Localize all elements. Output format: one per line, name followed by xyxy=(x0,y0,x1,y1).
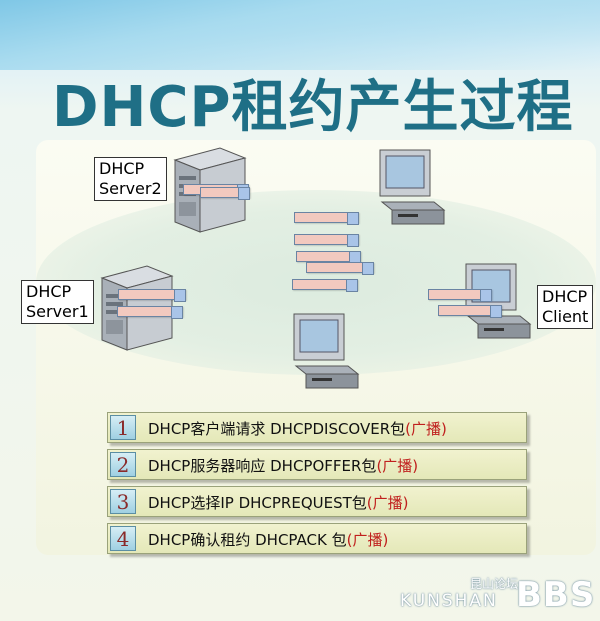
packet xyxy=(294,234,359,247)
step-text: DHCP确认租约 DHCPACK 包(广播) xyxy=(148,531,389,549)
page-title: DHCP租约产生过程 xyxy=(52,75,574,140)
computer-bottom-icon xyxy=(293,313,360,389)
packet xyxy=(118,289,186,302)
server2-label: DHCP Server2 xyxy=(94,157,167,201)
step-number: 2 xyxy=(110,452,136,477)
packet xyxy=(292,279,358,292)
step-row-3: 3 DHCP选择IP DHCPREQUEST包(广播) xyxy=(107,486,527,517)
step-number: 1 xyxy=(110,415,136,440)
client-computer-icon xyxy=(465,263,532,339)
packet xyxy=(296,251,361,264)
packet xyxy=(117,306,183,319)
packet xyxy=(200,187,250,200)
packet xyxy=(428,289,492,302)
client-label: DHCP Client xyxy=(537,285,594,329)
watermark-bbs: BBS xyxy=(516,575,596,615)
packet xyxy=(294,212,359,225)
step-text: DHCP选择IP DHCPREQUEST包(广播) xyxy=(148,494,409,512)
watermark-en: KUNSHAN xyxy=(400,591,498,611)
step-row-2: 2 DHCP服务器响应 DHCPOFFER包(广播) xyxy=(107,449,527,480)
computer-top-icon xyxy=(379,149,446,225)
packet xyxy=(438,305,502,318)
watermark-cn: 昆山论坛 xyxy=(470,577,519,591)
server1-label: DHCP Server1 xyxy=(21,280,94,324)
watermark: 昆山论坛 KUNSHAN BBS xyxy=(400,575,600,615)
step-row-1: 1 DHCP客户端请求 DHCPDISCOVER包(广播) xyxy=(107,412,527,443)
header-band xyxy=(0,0,600,70)
step-text: DHCP服务器响应 DHCPOFFER包(广播) xyxy=(148,457,419,475)
step-text: DHCP客户端请求 DHCPDISCOVER包(广播) xyxy=(148,420,447,438)
step-row-4: 4 DHCP确认租约 DHCPACK 包(广播) xyxy=(107,523,527,554)
packet xyxy=(306,262,374,275)
step-number: 4 xyxy=(110,526,136,551)
step-number: 3 xyxy=(110,489,136,514)
